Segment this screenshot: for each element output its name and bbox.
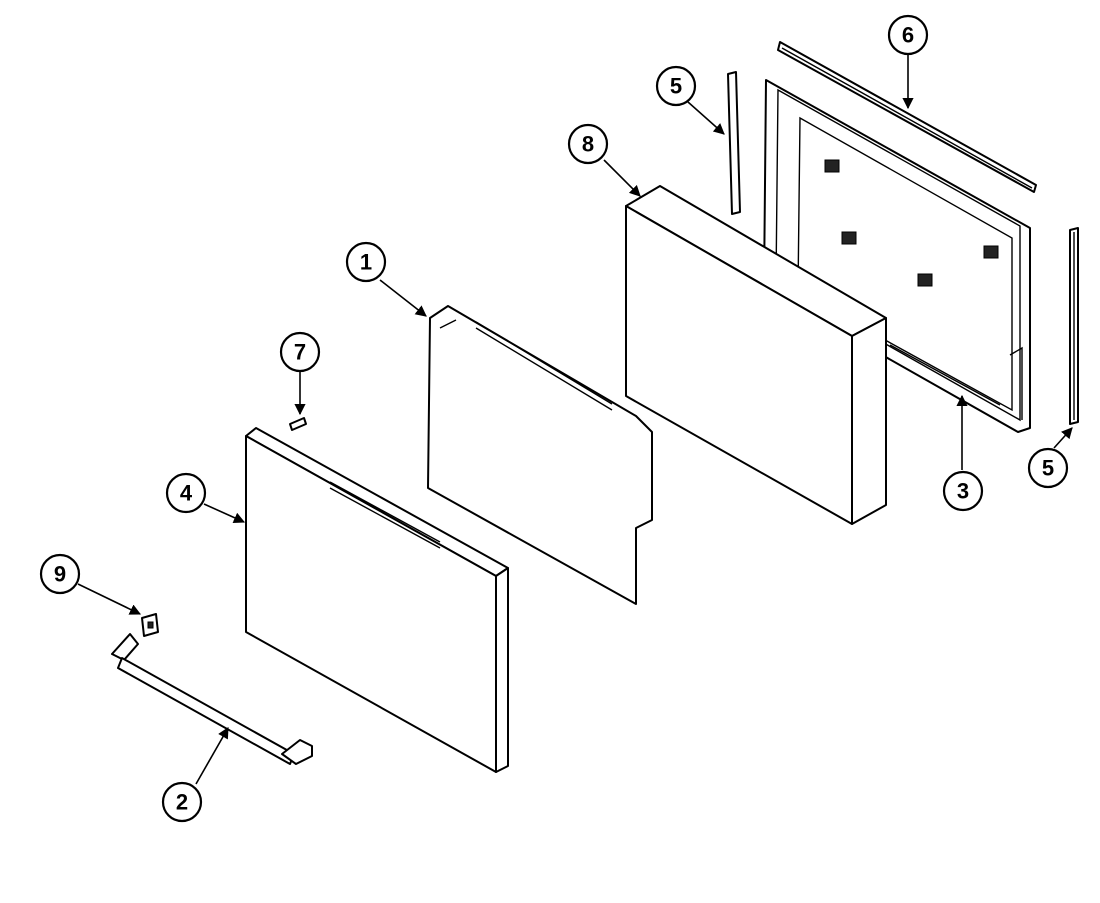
part-clip [141,613,159,637]
callout-8: 8 [567,123,609,165]
frame-bracket [983,245,999,259]
callout-5a: 5 [655,65,697,107]
callout-2: 2 [161,781,203,823]
callout-label: 3 [957,479,969,504]
callout-label: 9 [54,562,66,587]
callout-label: 8 [582,132,594,157]
callout-label: 7 [294,340,306,365]
part-inner-panel [427,305,653,605]
part-side-strip-left [727,71,741,215]
callout-label: 6 [902,23,914,48]
callout-5b: 5 [1027,447,1069,489]
leader-8 [603,159,641,197]
callout-4: 4 [165,472,207,514]
frame-bracket [917,273,933,287]
part-side-strip-right [1069,227,1079,425]
leader-9 [77,583,142,615]
callout-1: 1 [345,241,387,283]
leader-5a [687,101,725,135]
part-outer-door-panel [245,427,509,773]
frame-bracket [841,231,857,245]
leader-5b [1053,427,1073,449]
part-door-handle [111,633,313,765]
part-door-frame [763,79,1031,433]
callout-7: 7 [279,331,321,373]
frame-bracket [824,159,840,173]
callout-9: 9 [39,553,81,595]
leader-2 [195,727,229,785]
callout-6: 6 [887,14,929,56]
leader-1 [379,279,427,317]
leader-lines [77,54,1073,785]
callout-3: 3 [942,470,984,512]
part-screw [289,417,307,431]
callout-label: 5 [1042,456,1054,481]
leader-4 [203,503,246,523]
part-insulation-block [625,185,887,525]
callout-label: 2 [176,790,188,815]
callout-label: 4 [180,481,193,506]
part-top-trim-strip [777,41,1037,193]
callout-label: 5 [670,74,682,99]
callout-label: 1 [360,250,372,275]
